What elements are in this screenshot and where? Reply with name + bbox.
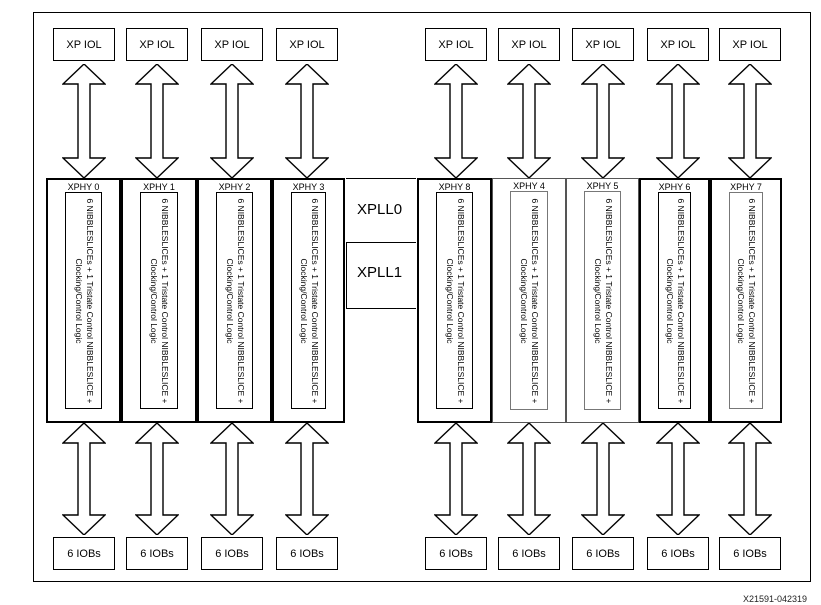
nibbleslice-block: 6 NIBBLESLICEs + 1 Tristate Control NIBB… — [65, 192, 102, 409]
xphy-label: XPHY 5 — [586, 181, 619, 191]
nibbleslice-description: 6 NIBBLESLICEs + 1 Tristate Control NIBB… — [149, 197, 170, 404]
xpll-top-border — [346, 178, 416, 179]
nibbleslice-description: 6 NIBBLESLICEs + 1 Tristate Control NIBB… — [592, 197, 614, 404]
nibbleslice-description: 6 NIBBLESLICEs + 1 Tristate Control NIBB… — [664, 197, 686, 404]
double-arrow-top — [656, 64, 700, 178]
double-arrow-top — [62, 64, 106, 178]
iob-box: 6 IOBs — [53, 537, 115, 570]
xp-iol-box: XP IOL — [276, 28, 338, 61]
xphy-label: XPHY 4 — [513, 181, 545, 191]
xphy-label: XPHY 8 — [438, 182, 471, 192]
xphy-label: XPHY 6 — [658, 182, 691, 192]
nibbleslice-block: 6 NIBBLESLICEs + 1 Tristate Control NIBB… — [729, 192, 763, 409]
double-arrow-bottom — [656, 423, 700, 535]
xpll1-label: XPLL1 — [357, 264, 403, 281]
double-arrow-bottom — [285, 423, 329, 535]
nibbleslice-block: 6 NIBBLESLICEs + 1 Tristate Control NIBB… — [658, 192, 691, 409]
xp-iol-box: XP IOL — [53, 28, 115, 61]
iob-box: 6 IOBs — [201, 537, 263, 570]
xphy-block: XPHY 3 6 NIBBLESLICEs + 1 Tristate Contro… — [272, 178, 345, 423]
xphy-label: XPHY 1 — [143, 182, 175, 192]
xphy-block: XPHY 7 6 NIBBLESLICEs + 1 Tristate Contro… — [710, 178, 782, 423]
iob-box: 6 IOBs — [647, 537, 709, 570]
double-arrow-top — [434, 64, 478, 178]
xphy-block: XPHY 8 6 NIBBLESLICEs + 1 Tristate Contro… — [417, 178, 492, 423]
xp-iol-box: XP IOL — [201, 28, 263, 61]
xpll0-label: XPLL0 — [357, 201, 403, 218]
nibbleslice-description: 6 NIBBLESLICEs + 1 Tristate Control NIBB… — [444, 197, 466, 404]
xpll-divider — [346, 242, 416, 243]
iob-box: 6 IOBs — [425, 537, 487, 570]
double-arrow-bottom — [210, 423, 254, 535]
nibbleslice-block: 6 NIBBLESLICEs + 1 Tristate Control NIBB… — [510, 191, 548, 410]
diagram-frame — [33, 12, 811, 582]
nibbleslice-block: 6 NIBBLESLICEs + 1 Tristate Control NIBB… — [584, 191, 621, 410]
xp-iol-box: XP IOL — [498, 28, 560, 61]
figure-reference: X21591-042319 — [742, 594, 807, 604]
double-arrow-bottom — [62, 423, 106, 535]
nibbleslice-description: 6 NIBBLESLICEs + 1 Tristate Control NIBB… — [736, 197, 757, 404]
iob-box: 6 IOBs — [719, 537, 781, 570]
xphy-block: XPHY 1 6 NIBBLESLICEs + 1 Tristate Contro… — [121, 178, 197, 423]
xpll-left-border — [346, 242, 347, 308]
xphy-block: XPHY 6 6 NIBBLESLICEs + 1 Tristate Contro… — [639, 178, 710, 423]
nibbleslice-description: 6 NIBBLESLICEs + 1 Tristate Control NIBB… — [519, 197, 540, 404]
double-arrow-top — [728, 64, 772, 178]
xpll-bottom-border — [346, 308, 416, 309]
double-arrow-bottom — [728, 423, 772, 535]
double-arrow-top — [210, 64, 254, 178]
double-arrow-top — [581, 64, 625, 178]
iob-box: 6 IOBs — [498, 537, 560, 570]
double-arrow-top — [507, 64, 551, 178]
double-arrow-bottom — [581, 423, 625, 535]
double-arrow-bottom — [434, 423, 478, 535]
xphy-label: XPHY 0 — [67, 182, 100, 192]
double-arrow-bottom — [135, 423, 179, 535]
nibbleslice-description: 6 NIBBLESLICEs + 1 Tristate Control NIBB… — [73, 197, 95, 404]
xphy-block: XPHY 4 6 NIBBLESLICEs + 1 Tristate Contro… — [492, 178, 566, 423]
xp-iol-box: XP IOL — [719, 28, 781, 61]
nibbleslice-block: 6 NIBBLESLICEs + 1 Tristate Control NIBB… — [291, 192, 326, 409]
xphy-block: XPHY 0 6 NIBBLESLICEs + 1 Tristate Contro… — [46, 178, 121, 423]
double-arrow-bottom — [507, 423, 551, 535]
xp-iol-box: XP IOL — [126, 28, 188, 61]
nibbleslice-block: 6 NIBBLESLICEs + 1 Tristate Control NIBB… — [216, 192, 253, 409]
double-arrow-top — [135, 64, 179, 178]
nibbleslice-block: 6 NIBBLESLICEs + 1 Tristate Control NIBB… — [436, 192, 473, 409]
nibbleslice-description: 6 NIBBLESLICEs + 1 Tristate Control NIBB… — [298, 197, 320, 404]
iob-box: 6 IOBs — [572, 537, 634, 570]
xp-iol-box: XP IOL — [572, 28, 634, 61]
iob-box: 6 IOBs — [126, 537, 188, 570]
xphy-block: XPHY 2 6 NIBBLESLICEs + 1 Tristate Contro… — [197, 178, 272, 423]
double-arrow-top — [285, 64, 329, 178]
xphy-label: XPHY 2 — [218, 182, 251, 192]
iob-box: 6 IOBs — [276, 537, 338, 570]
xphy-label: XPHY 7 — [730, 182, 762, 192]
xphy-block: XPHY 5 6 NIBBLESLICEs + 1 Tristate Contro… — [566, 178, 639, 423]
nibbleslice-description: 6 NIBBLESLICEs + 1 Tristate Control NIBB… — [224, 197, 246, 404]
nibbleslice-block: 6 NIBBLESLICEs + 1 Tristate Control NIBB… — [140, 192, 178, 409]
xp-iol-box: XP IOL — [425, 28, 487, 61]
xp-iol-box: XP IOL — [647, 28, 709, 61]
xphy-label: XPHY 3 — [292, 182, 325, 192]
